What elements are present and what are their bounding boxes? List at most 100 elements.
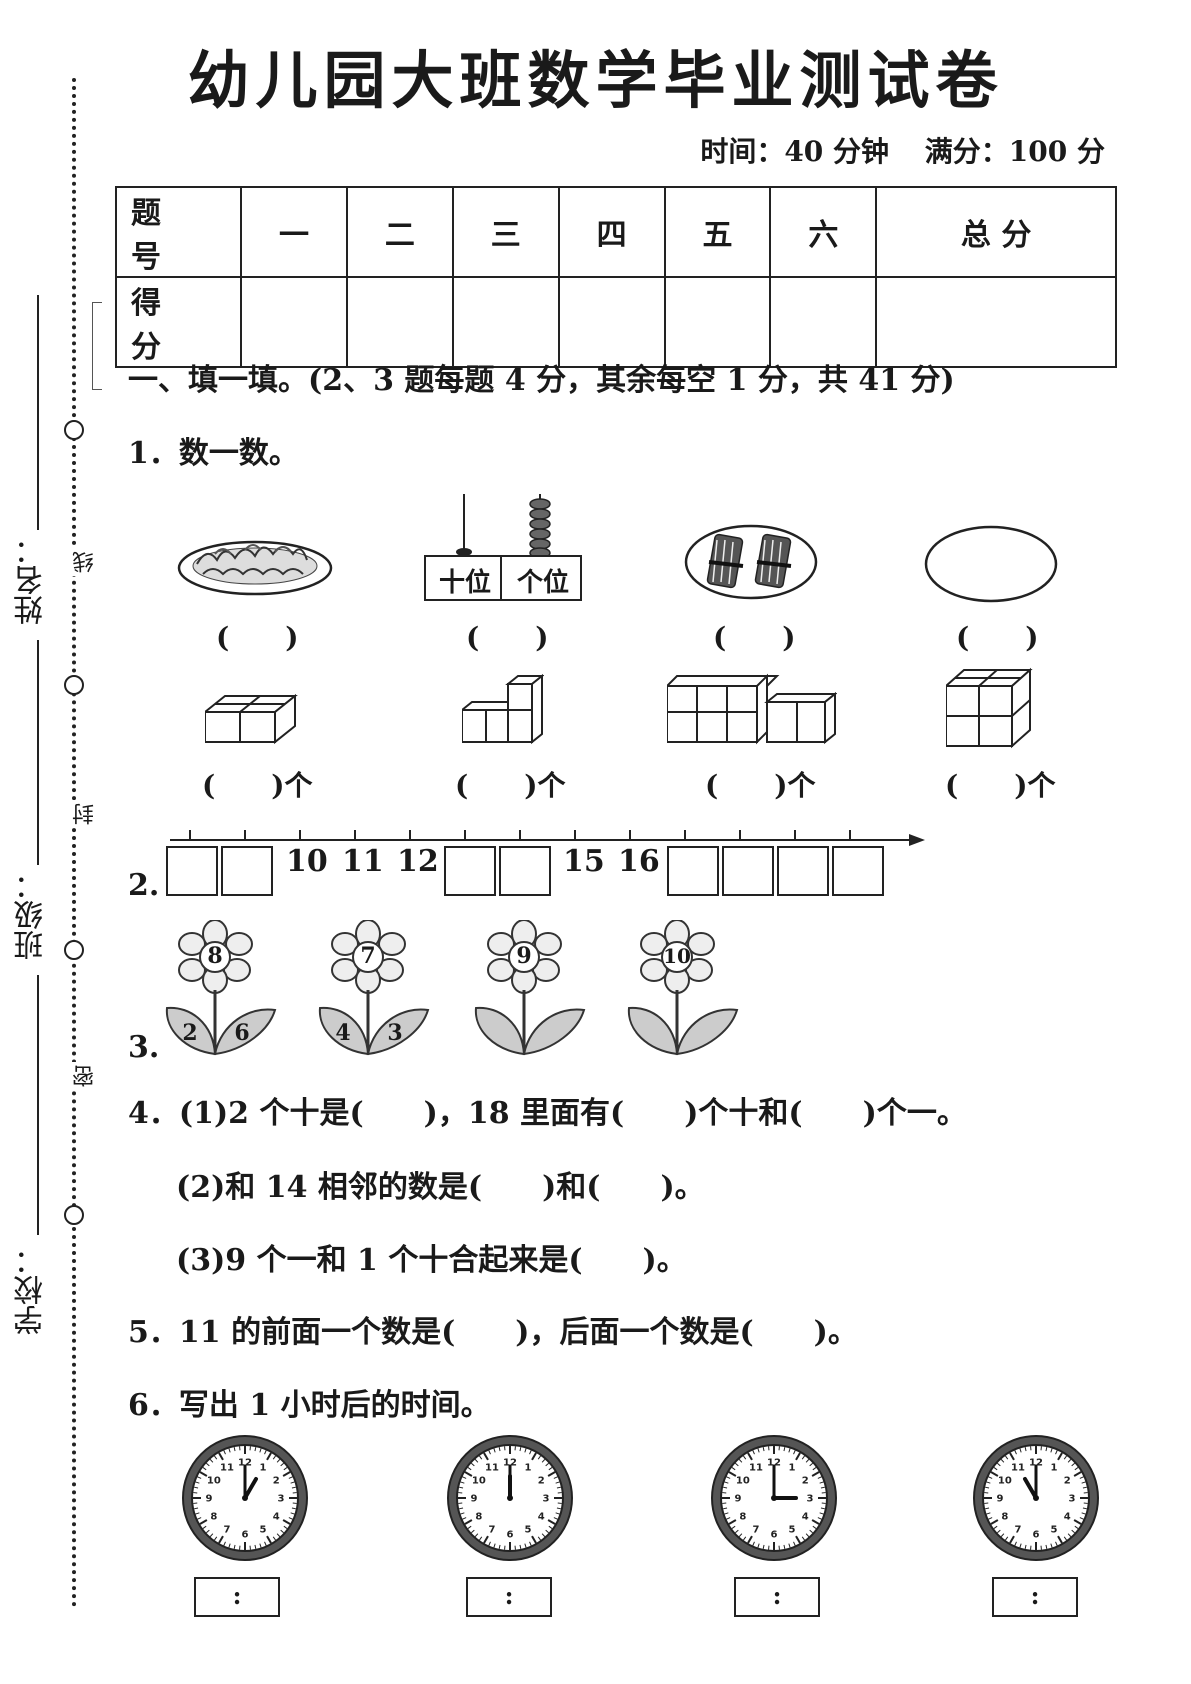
clock-tick (547, 1471, 556, 1477)
clock-tick (254, 1447, 257, 1452)
number-blank-box[interactable] (777, 846, 829, 896)
school-write-line[interactable] (37, 975, 39, 1235)
clock-tick (202, 1525, 207, 1529)
time-answer-box[interactable]: : (992, 1577, 1078, 1617)
clock-numeral: 10 (472, 1476, 486, 1487)
clock-tick (214, 1455, 218, 1460)
clock-tick (1055, 1450, 1058, 1455)
leaf-right-number: 6 (234, 1020, 250, 1046)
clock-tick (743, 1455, 747, 1460)
clock-numeral: 3 (278, 1494, 285, 1505)
q4-line-3: (3)9 个一和 1 个十合起来是( )。 (176, 1243, 687, 1278)
clock-tick (1019, 1543, 1022, 1548)
flower-center-number: 10 (663, 944, 691, 968)
clock-tick (291, 1486, 296, 1489)
clock-tick (493, 1543, 496, 1548)
clock-numeral: 7 (489, 1525, 496, 1536)
col-4: 四 (557, 186, 666, 278)
number-line (170, 830, 925, 846)
clock-tick (728, 1471, 737, 1477)
clock-numeral: 2 (538, 1476, 545, 1487)
col-2: 二 (345, 186, 454, 278)
clock-numeral: 7 (224, 1525, 231, 1536)
answer-paren[interactable]: ( ) (713, 621, 796, 654)
clock-tick (272, 1536, 276, 1541)
number-blank-box[interactable] (444, 846, 496, 896)
clock-numeral: 2 (1064, 1476, 1071, 1487)
number-blank-box[interactable] (221, 846, 273, 896)
number-blank-box[interactable] (499, 846, 551, 896)
clock-tick (264, 1541, 267, 1546)
number-blank-box[interactable] (832, 846, 884, 896)
clock-tick (206, 1462, 210, 1467)
score-cell[interactable] (663, 276, 772, 368)
answer-paren-ge[interactable]: ( )个 (455, 769, 566, 802)
clock-tick (1055, 1541, 1058, 1546)
clock-tick (985, 1486, 990, 1489)
clock-tick (266, 1535, 272, 1544)
score-cell[interactable] (240, 276, 348, 368)
clock-tick (738, 1459, 743, 1463)
clock-numeral: 5 (525, 1525, 532, 1536)
name-write-line[interactable] (37, 295, 39, 530)
cube-stack-2-icon (462, 673, 544, 745)
number-blank-box[interactable] (722, 846, 774, 896)
leaf-left-blank[interactable] (637, 1020, 667, 1046)
leaf-right-blank[interactable] (536, 1020, 566, 1046)
answer-paren-ge[interactable]: ( )个 (202, 769, 313, 802)
clock-tick (194, 1507, 199, 1510)
time-answer-box[interactable]: : (466, 1577, 552, 1617)
score-cell[interactable] (451, 276, 560, 368)
clock-tick (254, 1544, 257, 1549)
clock-tick (541, 1459, 546, 1463)
answer-paren-ge[interactable]: ( )个 (945, 769, 1056, 802)
class-write-line[interactable] (37, 640, 39, 865)
clock-tick (548, 1467, 553, 1471)
answer-paren-ge[interactable]: ( )个 (705, 769, 816, 802)
clock-tick (795, 1535, 801, 1544)
clock-tick (553, 1476, 558, 1479)
clock-numeral: 9 (735, 1494, 742, 1505)
margin-word-secret: 密 (70, 1062, 102, 1090)
score-table-score-row: 得分 (115, 276, 1117, 368)
clock-pivot (242, 1495, 248, 1501)
clock-tick (195, 1481, 200, 1484)
score-cell[interactable] (557, 276, 666, 368)
clock-tick (1019, 1448, 1022, 1453)
leaf-left-blank[interactable] (484, 1020, 514, 1046)
clock-numeral: 12 (1029, 1458, 1043, 1469)
clock-numeral: 6 (1033, 1530, 1040, 1541)
clock-numeral: 9 (997, 1494, 1004, 1505)
clock-tick (228, 1448, 231, 1453)
score-cell[interactable] (345, 276, 454, 368)
clock-tick (752, 1541, 755, 1546)
clock-tick (1000, 1533, 1005, 1537)
leaf-right-blank[interactable] (689, 1020, 719, 1046)
answer-paren[interactable]: ( ) (956, 621, 1039, 654)
clock-tick (479, 1536, 483, 1541)
time-answer-box[interactable]: : (734, 1577, 820, 1617)
number-blank-box[interactable] (166, 846, 218, 896)
time-answer-box[interactable]: : (194, 1577, 280, 1617)
clock-tick (498, 1544, 501, 1549)
clock-tick (529, 1450, 532, 1455)
clock-tick (726, 1517, 731, 1520)
clock-tick (519, 1544, 522, 1549)
answer-paren[interactable]: ( ) (216, 621, 299, 654)
clock-numeral: 10 (736, 1476, 750, 1487)
class-label: 班级： (14, 870, 49, 960)
clock-tick (809, 1462, 813, 1467)
score-cell-total[interactable] (875, 276, 1117, 368)
clock-tick (460, 1481, 465, 1484)
answer-paren[interactable]: ( ) (466, 621, 549, 654)
score-cell[interactable] (769, 276, 878, 368)
clock-tick (471, 1462, 475, 1467)
clock-tick (529, 1541, 532, 1546)
clock-tick (266, 1452, 272, 1461)
clock-tick (1081, 1512, 1086, 1515)
number-blank-box[interactable] (667, 846, 719, 896)
clock-tick (223, 1541, 226, 1546)
leaf-left-number: 2 (182, 1020, 198, 1046)
